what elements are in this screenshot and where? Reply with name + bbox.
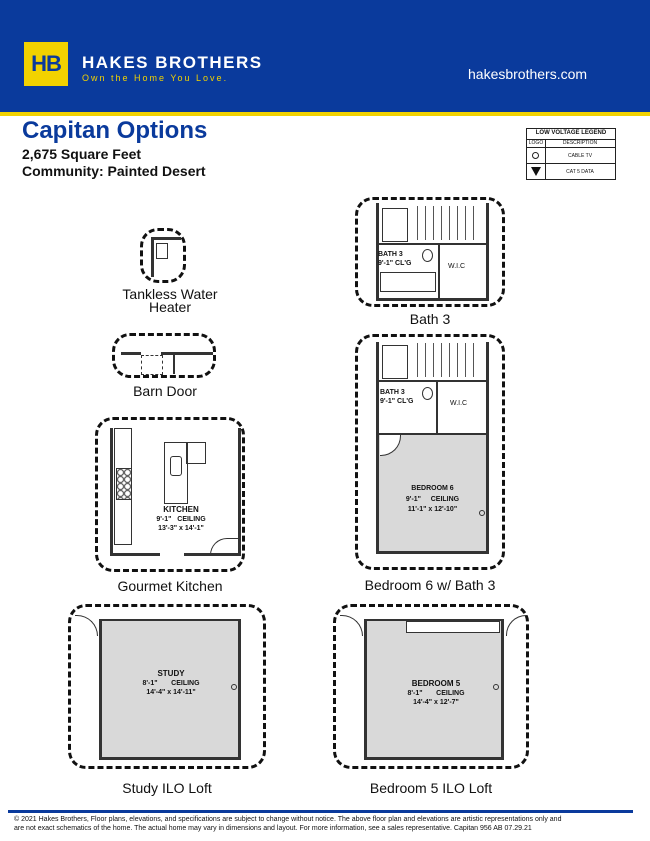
shower-icon <box>382 208 408 242</box>
room-name: BATH 3 <box>378 251 403 258</box>
cat5-data-icon <box>531 167 541 176</box>
cable-tv-icon <box>479 510 485 516</box>
shower-icon <box>382 345 408 379</box>
room-dims: 13'-3" x 14'-1" <box>158 525 204 532</box>
low-voltage-legend: LOW VOLTAGE LEGEND LOGO DESCRIPTION CABL… <box>526 128 616 180</box>
website-link[interactable]: hakesbrothers.com <box>468 66 588 82</box>
logo-text: HB <box>31 51 62 76</box>
room-ceiling: 9'-1" CL'G <box>378 260 412 267</box>
tankless-plan[interactable] <box>140 228 186 283</box>
tankless-label-line1: Tankless Water <box>122 286 218 302</box>
cable-tv-icon <box>493 684 499 690</box>
footer-line1: © 2021 Hakes Brothers, Floor plans, elev… <box>14 816 562 823</box>
study-plan[interactable]: STUDY 8'-1" CEILING 14'-4" x 14'-11" <box>68 604 266 769</box>
barn-door-icon <box>141 355 163 375</box>
community-name: Community: Painted Desert <box>22 163 206 179</box>
footer-disclaimer: © 2021 Hakes Brothers, Floor plans, elev… <box>14 815 634 833</box>
page-title: Capitan Options <box>22 117 208 144</box>
header-stripe <box>0 112 650 116</box>
bedroom5-plan[interactable]: BEDROOM 5 8'-1" CEILING 14'-4" x 12'-7" <box>333 604 529 769</box>
brand-logo[interactable]: HB <box>22 40 70 88</box>
island-icon <box>164 442 188 504</box>
legend-col-desc: DESCRIPTION <box>562 140 598 146</box>
room-dims: 11'-1" x 12'-10" <box>407 506 458 513</box>
room-dims: 14'-4" x 12'-7" <box>413 699 459 706</box>
tankless-label-line2: Heater <box>148 299 192 315</box>
water-heater-icon <box>156 243 168 259</box>
brand-tagline: Own the Home You Love. <box>82 73 229 83</box>
vanity-icon <box>380 272 436 292</box>
legend-row: CABLE TV <box>527 147 615 164</box>
cooktop-icon <box>116 468 132 500</box>
kitchen-plan[interactable]: KITCHEN 9'-1" CEILING 13'-3" x 14'-1" <box>95 417 245 572</box>
wic-label: W.I.C <box>448 263 466 270</box>
barn-door-label: Barn Door <box>133 383 197 399</box>
header-banner <box>0 0 650 112</box>
cable-tv-icon <box>532 152 539 159</box>
door-swing-icon <box>340 615 363 636</box>
refrigerator-icon <box>186 442 206 464</box>
legend-header-row: LOGO DESCRIPTION <box>527 139 615 148</box>
room-ceiling: 9'-1" CEILING <box>156 516 206 523</box>
legend-row-label: CAT 5 DATA <box>566 169 594 175</box>
door-swing-icon <box>75 615 98 636</box>
footer-divider <box>8 810 633 813</box>
toilet-icon <box>422 387 433 400</box>
room-ceiling: 9'-1" CEILING <box>405 496 460 503</box>
bath3-plan[interactable]: BATH 3 9'-1" CL'G W.I.C <box>355 197 505 307</box>
legend-col-logo: LOGO <box>527 140 546 148</box>
closet-icon <box>406 621 500 633</box>
bedroom5-floor <box>364 621 502 757</box>
bedroom6-floor <box>379 435 486 551</box>
bedroom6-plan[interactable]: BATH 3 9'-1" CL'G W.I.C BEDROOM 6 9'-1" … <box>355 334 505 570</box>
room-ceiling: 8'-1" CEILING <box>407 690 465 697</box>
room-name: BEDROOM 6 <box>411 485 454 492</box>
study-label: Study ILO Loft <box>122 780 212 796</box>
room-ceiling: 8'-1" CEILING <box>142 680 200 687</box>
barn-door-plan[interactable] <box>112 333 216 378</box>
bath-name: BATH 3 <box>380 389 405 396</box>
wic-label: W.I.C <box>450 400 468 407</box>
tankless-label: Tankless Water Heater <box>100 286 240 315</box>
study-floor <box>99 621 239 757</box>
cable-tv-icon <box>231 684 237 690</box>
legend-title: LOW VOLTAGE LEGEND <box>535 130 607 136</box>
bath3-label: Bath 3 <box>409 311 451 327</box>
bedroom5-label: Bedroom 5 ILO Loft <box>369 780 493 796</box>
room-dims: 14'-4" x 14'-11" <box>146 689 196 696</box>
door-swing-icon <box>210 538 239 555</box>
legend-row: CAT 5 DATA <box>527 163 615 180</box>
kitchen-label: Gourmet Kitchen <box>117 578 223 594</box>
stairs-icon <box>410 206 474 240</box>
bath-ceiling: 9'-1" CL'G <box>380 398 414 405</box>
stairs-icon <box>410 343 474 377</box>
footer-line2: are not exact schematics of the home. Th… <box>14 825 532 832</box>
door-swing-icon <box>506 615 527 636</box>
room-name: BEDROOM 5 <box>411 679 461 688</box>
toilet-icon <box>422 249 433 262</box>
square-feet: 2,675 Square Feet <box>22 146 142 162</box>
bedroom6-label: Bedroom 6 w/ Bath 3 <box>364 577 496 593</box>
sink-icon <box>170 456 182 476</box>
room-name: KITCHEN <box>163 505 199 514</box>
brand-name: HAKES BROTHERS <box>82 53 263 72</box>
legend-row-label: CABLE TV <box>567 153 593 159</box>
room-name: STUDY <box>157 669 185 678</box>
